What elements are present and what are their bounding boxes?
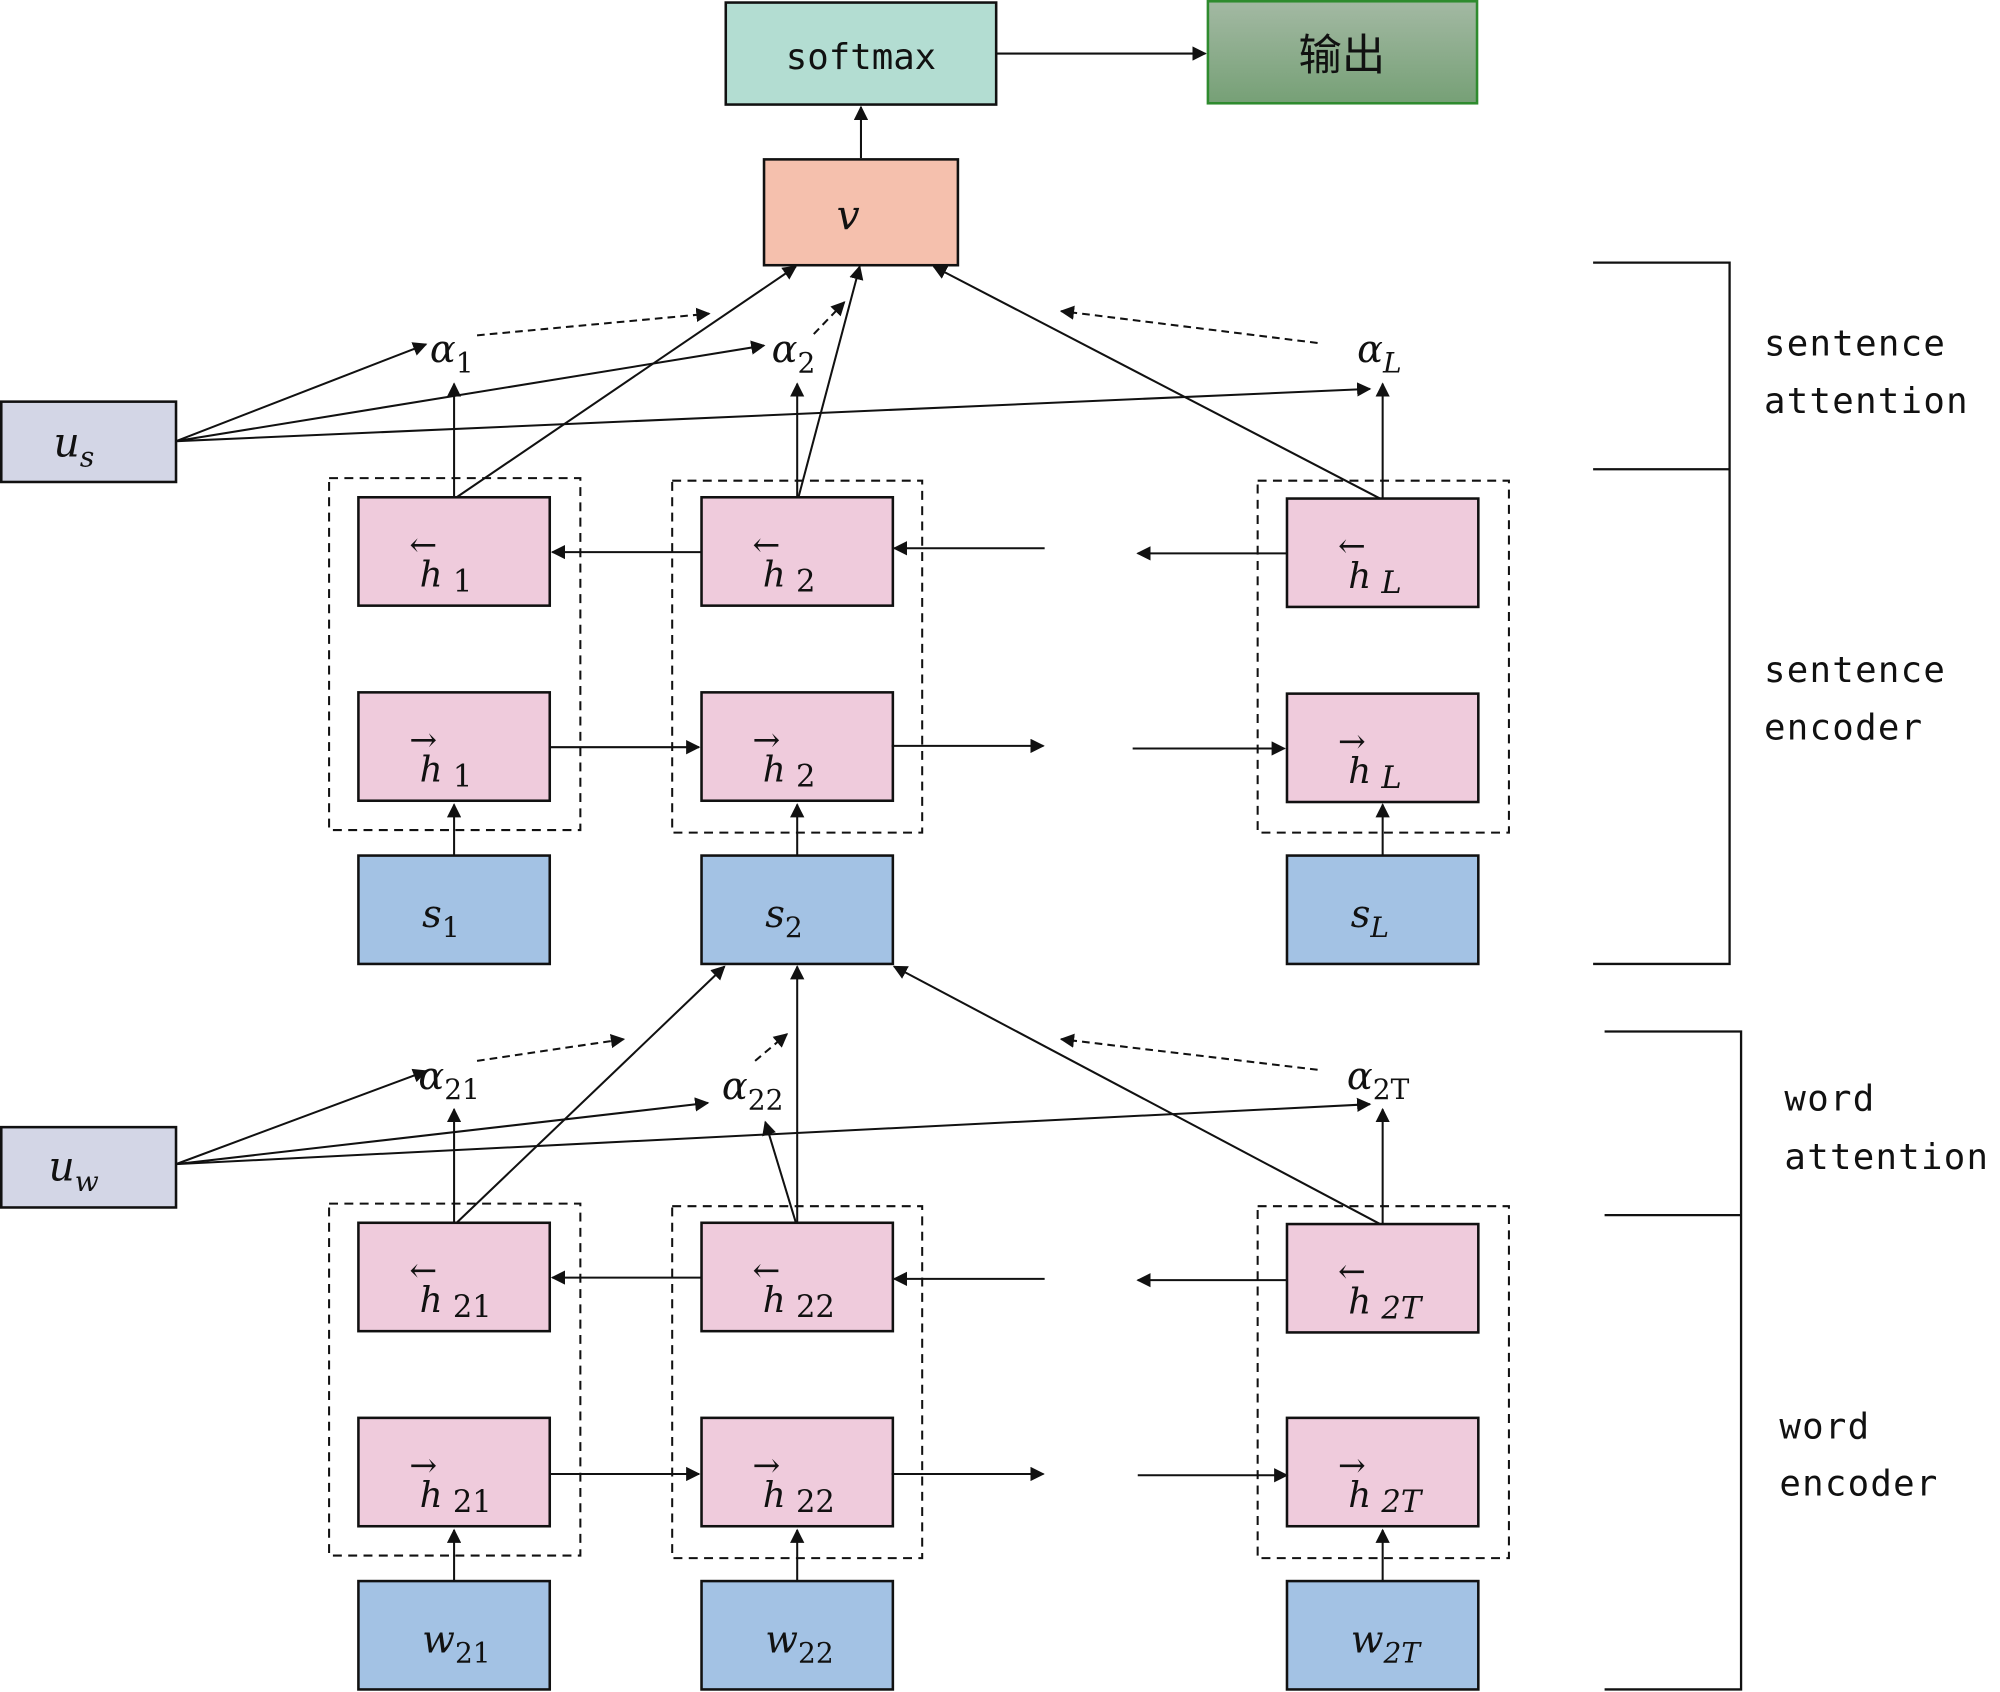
left-arrow-icon: ← (753, 1250, 781, 1289)
uw-to-alpha21-arrow (175, 1068, 428, 1166)
input-label: s1 (422, 892, 460, 944)
alpha-2T-label: α2T (1347, 1054, 1410, 1106)
right-arrow-icon: → (1338, 1446, 1366, 1485)
alphaL-dashed-arrow (1059, 305, 1318, 345)
word-input-2: w22 (700, 1579, 895, 1691)
hL-to-v-arrow (932, 265, 1381, 500)
word-bigru-cell-21 (328, 1202, 582, 1557)
uw-to-alpha22-arrow (175, 1097, 710, 1166)
right-arrow-icon: → (409, 720, 437, 759)
right-arrow-icon: → (1338, 721, 1366, 760)
word-encoder-label-line2: encoder (1779, 1464, 1938, 1505)
alpha-L-label: αL (1357, 327, 1401, 379)
softmax-label: softmax (786, 37, 936, 78)
word-bracket (1604, 1030, 1743, 1691)
sentence-encoder-label-line1: sentence (1764, 650, 1946, 691)
left-arrow-icon: ← (1338, 1252, 1366, 1291)
document-vector-node: v (762, 158, 960, 267)
alpha-1-label: α1 (430, 327, 474, 379)
word-attention-label-line1: word (1784, 1079, 1875, 1120)
left-arrow-icon: ← (1338, 526, 1366, 565)
alpha-22-label: α22 (722, 1064, 784, 1116)
alpha-21-label: α21 (418, 1054, 480, 1106)
h1-to-v-arrow (456, 265, 798, 499)
left-arrow-icon: ← (409, 1250, 437, 1289)
word-bigru-cell-2T (1256, 1205, 1510, 1560)
sentence-input-2: s2 (700, 854, 895, 966)
alpha2-dashed-arrow (813, 301, 846, 335)
sentence-attention-label-line1: sentence (1764, 324, 1946, 365)
h22-to-alpha22-arrow (762, 1120, 797, 1224)
output-node: 输出 (1206, 0, 1479, 105)
left-arrow-icon: ← (753, 525, 781, 564)
us-to-alphaL-arrow (175, 382, 1372, 443)
input-label: w2T (1351, 1617, 1423, 1669)
alpha21-dashed-arrow (476, 1033, 626, 1062)
sentence-bigru-cell-L (1256, 479, 1510, 834)
right-arrow-icon: → (409, 1446, 437, 1485)
sentence-input-1: s1 (357, 854, 552, 966)
sentence-input-3: sL (1285, 854, 1480, 966)
alpha22-dashed-arrow (754, 1033, 789, 1062)
sentence-bigru-cell-1 (328, 477, 582, 832)
softmax-node: softmax (724, 1, 998, 106)
sentence-bracket (1593, 261, 1731, 966)
word-context-vector: uw (0, 1125, 178, 1209)
h2T-to-s2-arrow (892, 965, 1381, 1225)
input-label: w22 (765, 1617, 833, 1669)
word-encoder-label-line1: word (1779, 1406, 1870, 1447)
input-label: s2 (765, 892, 803, 944)
alpha-2-label: α2 (772, 327, 816, 379)
output-label: 输出 (1298, 31, 1385, 81)
us-label: us (54, 418, 95, 473)
right-arrow-icon: → (753, 1446, 781, 1485)
us-to-alpha2-arrow (175, 340, 766, 443)
right-arrow-icon: → (753, 720, 781, 759)
word-input-3: w2T (1285, 1579, 1480, 1691)
h21-to-s2-arrow (455, 965, 726, 1224)
sentence-encoder-label-line2: encoder (1764, 708, 1923, 749)
uw-label: uw (48, 1143, 98, 1198)
h2-to-v-arrow (797, 265, 864, 498)
input-label: w21 (422, 1617, 490, 1669)
word-input-1: w21 (357, 1579, 552, 1691)
word-attention-label-line2: attention (1784, 1137, 1989, 1178)
sentence-attention-label-line2: attention (1764, 381, 1969, 422)
alpha2T-dashed-arrow (1059, 1033, 1318, 1071)
input-label: sL (1351, 892, 1389, 944)
us-to-alpha1-arrow (175, 342, 428, 443)
document-vector-label: v (837, 192, 860, 240)
alpha1-dashed-arrow (476, 307, 711, 337)
left-arrow-icon: ← (409, 525, 437, 564)
sentence-context-vector: us (0, 400, 178, 484)
